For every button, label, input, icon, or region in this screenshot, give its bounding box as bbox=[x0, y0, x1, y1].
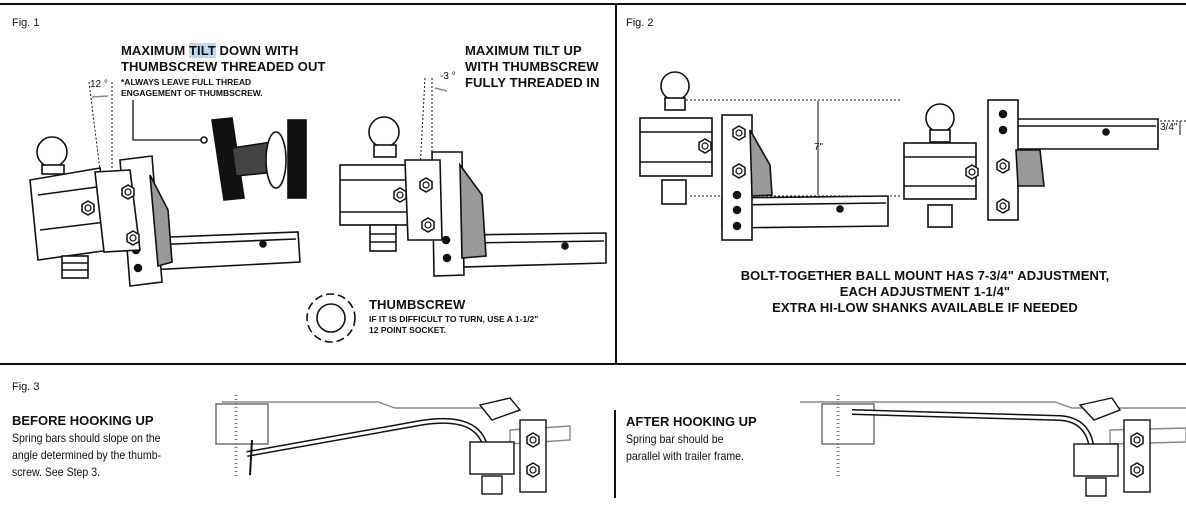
tilt-down-note1: *ALWAYS LEAVE FULL THREAD bbox=[121, 77, 252, 87]
tilt-up-title: MAXIMUM TILT UP WITH THUMBSCREW FULLY TH… bbox=[465, 43, 600, 91]
fig3-after-hookup-drawing bbox=[800, 395, 1186, 497]
tilt-down-line2: THUMBSCREW THREADED OUT bbox=[121, 59, 326, 74]
before-line1: Spring bars should slope on the bbox=[12, 431, 161, 445]
fig3-before-hookup-drawing bbox=[215, 395, 571, 495]
before-line3: screw. See Step 3. bbox=[12, 465, 101, 479]
angle-up-label: -3 ° bbox=[440, 71, 456, 82]
fig2-caption3: EXTRA HI-LOW SHANKS AVAILABLE IF NEEDED bbox=[772, 300, 1078, 315]
top-border bbox=[0, 3, 1186, 5]
tilt-up-line3: FULLY THREADED IN bbox=[465, 75, 600, 90]
tilt-down-note: *ALWAYS LEAVE FULL THREAD ENGAGEMENT OF … bbox=[121, 77, 263, 99]
before-hookup-text: Spring bars should slope on the angle de… bbox=[12, 430, 161, 481]
thumbscrew-title: THUMBSCREW bbox=[369, 297, 466, 312]
fig1-tilt-down-hitch bbox=[29, 81, 301, 287]
angle-down-label: 12 ° bbox=[90, 79, 108, 90]
fig1-tilt-up-hitch bbox=[339, 77, 607, 277]
thumbscrew-note2: 12 POINT SOCKET. bbox=[369, 325, 446, 335]
fig3-label: Fig. 3 bbox=[12, 381, 40, 393]
fig2-caption2: EACH ADJUSTMENT 1-1/4" bbox=[839, 284, 1011, 299]
thumbscrew-note: IF IT IS DIFFICULT TO TURN, USE A 1-1/2"… bbox=[369, 314, 538, 336]
after-line1: Spring bar should be bbox=[626, 432, 724, 446]
middle-divider bbox=[0, 363, 1186, 365]
after-line2: parallel with trailer frame. bbox=[626, 449, 744, 463]
thumbscrew-note1: IF IT IS DIFFICULT TO TURN, USE A 1-1/2" bbox=[369, 314, 539, 324]
thumbscrew-gear-icon bbox=[306, 293, 356, 343]
dim-drop-label: 3/4" bbox=[1160, 122, 1178, 133]
fig2-ball-mount-low bbox=[639, 71, 900, 241]
tilt-down-title: MAXIMUM TILT DOWN WITH THUMBSCREW THREAD… bbox=[121, 43, 326, 75]
tilt-down-line1-pre: MAXIMUM bbox=[121, 43, 189, 58]
tilt-down-note2: ENGAGEMENT OF THUMBSCREW. bbox=[121, 88, 263, 98]
fig2-caption1: BOLT-TOGETHER BALL MOUNT HAS 7-3/4" ADJU… bbox=[740, 268, 1110, 283]
after-hookup-text: Spring bar should be parallel with trail… bbox=[626, 431, 744, 465]
before-line2: angle determined by the thumb- bbox=[12, 448, 162, 462]
fig2-caption: BOLT-TOGETHER BALL MOUNT HAS 7-3/4" ADJU… bbox=[696, 268, 1154, 316]
fig1-fig2-divider bbox=[615, 3, 617, 363]
tilt-down-line1-post: DOWN WITH bbox=[215, 43, 299, 58]
before-hookup-title: BEFORE HOOKING UP bbox=[12, 413, 154, 428]
fig1-label: Fig. 1 bbox=[12, 17, 40, 29]
tilt-up-line1: MAXIMUM TILT UP bbox=[465, 43, 582, 58]
fig2-ball-mount-high bbox=[903, 99, 1186, 228]
tilt-down-line1-highlight: TILT bbox=[188, 43, 216, 58]
tilt-up-line2: WITH THUMBSCREW bbox=[465, 59, 599, 74]
dim-rise-label: 7" bbox=[814, 142, 824, 153]
fig1-thumbscrew-detail bbox=[132, 100, 307, 201]
after-hookup-title: AFTER HOOKING UP bbox=[626, 414, 757, 429]
fig3-divider bbox=[614, 410, 616, 498]
fig2-label: Fig. 2 bbox=[626, 17, 654, 29]
